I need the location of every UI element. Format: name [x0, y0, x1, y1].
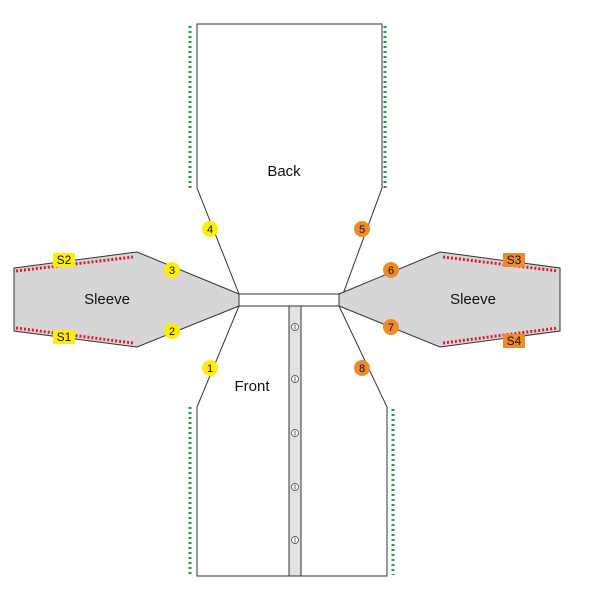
seam-sleeve-right-top [442, 255, 559, 273]
placket-button [291, 536, 299, 544]
svg-text:2: 2 [169, 326, 175, 338]
front-label: Front [234, 378, 270, 395]
back-panel [196, 23, 383, 295]
svg-text:S3: S3 [507, 253, 522, 267]
tag-s2: S2 [53, 253, 75, 267]
svg-text:3: 3 [169, 265, 175, 277]
tag-s1: S1 [53, 330, 75, 344]
placket-button [291, 429, 299, 437]
marker-8: 8 [354, 360, 370, 376]
marker-5: 5 [354, 221, 370, 237]
back-label: Back [267, 163, 301, 180]
marker-7: 7 [383, 319, 399, 335]
svg-text:5: 5 [359, 224, 365, 236]
tag-s3: S3 [503, 253, 525, 267]
placket-button [291, 375, 299, 383]
svg-text:8: 8 [359, 363, 365, 375]
collar-band [238, 293, 340, 307]
sleeve-left [13, 251, 240, 348]
tag-s4: S4 [503, 334, 525, 348]
button-placket [288, 305, 302, 577]
marker-1: 1 [202, 360, 218, 376]
seam-sleeve-right-bottom [442, 326, 559, 345]
placket-button [291, 483, 299, 491]
marker-4: 4 [202, 221, 218, 237]
svg-text:1: 1 [207, 363, 213, 375]
sleeve-right-label: Sleeve [450, 291, 496, 308]
marker-6: 6 [383, 262, 399, 278]
svg-text:S1: S1 [57, 330, 72, 344]
marker-3: 3 [164, 262, 180, 278]
placket-buttons [291, 323, 299, 544]
svg-text:4: 4 [207, 224, 213, 236]
svg-text:6: 6 [388, 265, 394, 277]
svg-text:S4: S4 [507, 334, 522, 348]
placket-button [291, 323, 299, 331]
sleeve-left-label: Sleeve [84, 291, 130, 308]
svg-text:7: 7 [388, 322, 394, 334]
svg-text:S2: S2 [57, 253, 72, 267]
marker-2: 2 [164, 323, 180, 339]
